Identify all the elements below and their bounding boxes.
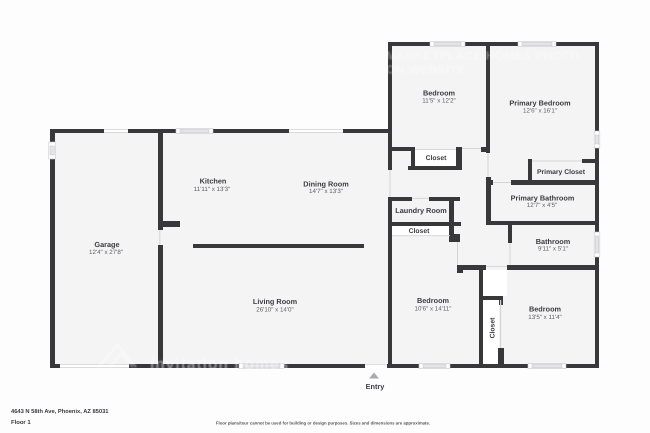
svg-text:Bathroom: Bathroom bbox=[536, 237, 571, 246]
svg-text:Primary Bathroom: Primary Bathroom bbox=[511, 193, 575, 202]
svg-text:Floor plans/tour cannot be use: Floor plans/tour cannot be used for buil… bbox=[216, 421, 430, 426]
svg-text:12'7" x 4'5": 12'7" x 4'5" bbox=[527, 202, 558, 209]
svg-text:10'6" x 14'11": 10'6" x 14'11" bbox=[415, 305, 452, 312]
svg-text:Bedroom: Bedroom bbox=[423, 89, 456, 98]
svg-text:MARKETPLACE HOMES PHOTO: MARKETPLACE HOMES PHOTO bbox=[386, 49, 580, 63]
svg-text:Closet: Closet bbox=[489, 317, 496, 339]
svg-text:Bedroom: Bedroom bbox=[529, 305, 562, 314]
svg-text:Dining Room: Dining Room bbox=[303, 180, 349, 189]
svg-text:Primary Closet: Primary Closet bbox=[537, 169, 586, 176]
svg-text:ON WEBSITE: ON WEBSITE bbox=[386, 63, 466, 77]
svg-text:Closet: Closet bbox=[409, 228, 431, 235]
svg-text:Entry: Entry bbox=[366, 382, 386, 391]
svg-text:invitation homes: invitation homes bbox=[150, 356, 289, 373]
svg-text:Floor 1: Floor 1 bbox=[11, 419, 31, 426]
svg-text:13'5" x 11'4": 13'5" x 11'4" bbox=[528, 314, 561, 321]
svg-text:12'6" x 16'1": 12'6" x 16'1" bbox=[523, 108, 557, 115]
svg-text:Bedroom: Bedroom bbox=[417, 296, 450, 305]
svg-text:9'11" x 5'1": 9'11" x 5'1" bbox=[538, 245, 568, 252]
svg-text:11'11" x 13'3": 11'11" x 13'3" bbox=[194, 186, 230, 193]
svg-text:Laundry Room: Laundry Room bbox=[395, 206, 447, 215]
svg-text:26'10" x 14'0": 26'10" x 14'0" bbox=[256, 307, 293, 314]
svg-text:Living Room: Living Room bbox=[253, 297, 298, 306]
svg-text:4643 N 58th Ave, Phoenix, AZ 8: 4643 N 58th Ave, Phoenix, AZ 85031 bbox=[11, 408, 109, 415]
svg-text:Primary Bedroom: Primary Bedroom bbox=[509, 99, 571, 108]
svg-text:Kitchen: Kitchen bbox=[200, 177, 227, 186]
svg-text:Closet: Closet bbox=[426, 155, 448, 162]
svg-text:14'7" x 13'3": 14'7" x 13'3" bbox=[309, 188, 343, 195]
svg-text:11'5" x 12'2": 11'5" x 12'2" bbox=[422, 98, 455, 105]
svg-text:Garage: Garage bbox=[94, 240, 119, 249]
svg-text:12'4" x 27'8": 12'4" x 27'8" bbox=[89, 249, 123, 256]
